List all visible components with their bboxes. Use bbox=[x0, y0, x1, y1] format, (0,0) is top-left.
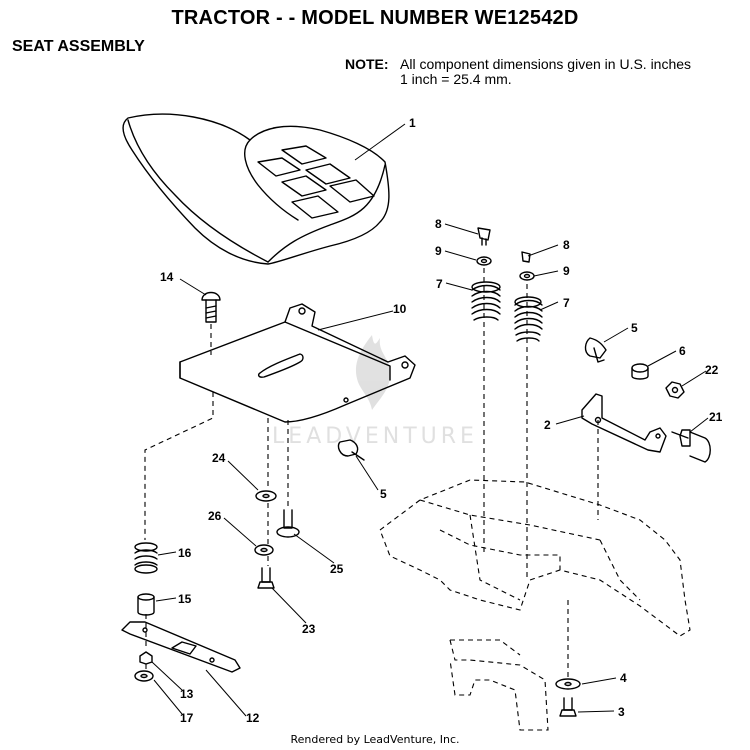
leadventure-watermark: LEADVENTURE bbox=[272, 335, 478, 449]
note-line-2: 1 inch = 25.4 mm. bbox=[400, 71, 512, 87]
nut-part-22 bbox=[665, 381, 685, 399]
flame-logo bbox=[355, 335, 391, 410]
dimension-note: NOTE: All component dimensions given in U… bbox=[345, 57, 691, 87]
bolt-part-23 bbox=[257, 567, 275, 589]
note-line-1: All component dimensions given in U.S. i… bbox=[400, 56, 692, 72]
screw-part-8-right bbox=[521, 251, 531, 263]
bracket-part-2 bbox=[581, 393, 667, 453]
nut-part-13 bbox=[139, 651, 153, 665]
clip-part-5-lower bbox=[337, 439, 365, 461]
center-line-pan-left bbox=[144, 392, 214, 540]
callout-9-left: 9 bbox=[435, 244, 442, 258]
callout-7-left: 7 bbox=[436, 277, 443, 291]
washer-part-24 bbox=[255, 490, 277, 502]
bolt-part-25 bbox=[276, 509, 300, 538]
washer-part-4 bbox=[555, 678, 581, 690]
callout-24: 24 bbox=[212, 451, 226, 465]
carriage-bolt-part-14 bbox=[201, 291, 221, 323]
page-title: TRACTOR - - MODEL NUMBER WE12542D bbox=[171, 7, 579, 29]
callout-14: 14 bbox=[160, 270, 174, 284]
seat-pan-part-10 bbox=[179, 303, 416, 423]
note-label: NOTE: bbox=[345, 56, 389, 72]
callout-labels: 1 8 9 7 8 9 7 14 10 5 6 22 2 21 5 24 26 … bbox=[160, 116, 723, 725]
callout-23: 23 bbox=[302, 622, 316, 636]
plate-part-12 bbox=[121, 621, 241, 673]
callout-3: 3 bbox=[618, 705, 625, 719]
callout-8-right: 8 bbox=[563, 238, 570, 252]
bushing-part-6 bbox=[631, 363, 649, 380]
callout-2: 2 bbox=[544, 418, 551, 432]
washer-part-26 bbox=[254, 544, 274, 556]
section-title: SEAT ASSEMBLY bbox=[12, 38, 145, 55]
leader-lines bbox=[151, 123, 709, 717]
callout-13: 13 bbox=[180, 687, 194, 701]
callout-5-upper: 5 bbox=[631, 321, 638, 335]
washer-part-9-right bbox=[519, 271, 535, 281]
bolt-part-3 bbox=[559, 697, 577, 717]
callout-15: 15 bbox=[178, 592, 192, 606]
callout-17: 17 bbox=[180, 711, 194, 725]
tractor-frame-outline bbox=[144, 268, 691, 731]
callout-10: 10 bbox=[393, 302, 407, 316]
seat-part-1 bbox=[122, 113, 390, 265]
washer-part-17 bbox=[134, 670, 154, 682]
callout-6: 6 bbox=[679, 344, 686, 358]
callout-5-lower: 5 bbox=[380, 487, 387, 501]
callout-22: 22 bbox=[705, 363, 719, 377]
screw-part-8-left bbox=[477, 227, 491, 246]
spring-part-7-left bbox=[471, 281, 501, 321]
callout-1: 1 bbox=[409, 116, 416, 130]
watermark-text: LEADVENTURE bbox=[272, 424, 478, 449]
callout-26: 26 bbox=[208, 509, 222, 523]
spring-part-7-right bbox=[514, 296, 543, 342]
callout-25: 25 bbox=[330, 562, 344, 576]
callout-16: 16 bbox=[178, 546, 192, 560]
washer-part-9-left bbox=[476, 256, 492, 266]
spring-part-16 bbox=[134, 542, 158, 574]
shoulder-bolt-part-21 bbox=[671, 429, 711, 463]
bushing-part-15 bbox=[137, 593, 155, 616]
clip-part-5-upper bbox=[584, 337, 607, 363]
callout-4: 4 bbox=[620, 671, 627, 685]
callout-12: 12 bbox=[246, 711, 260, 725]
footer-credit: Rendered by LeadVenture, Inc. bbox=[290, 733, 460, 746]
callout-8-left: 8 bbox=[435, 217, 442, 231]
callout-7-right: 7 bbox=[563, 296, 570, 310]
callout-9-right: 9 bbox=[563, 264, 570, 278]
callout-21: 21 bbox=[709, 410, 723, 424]
